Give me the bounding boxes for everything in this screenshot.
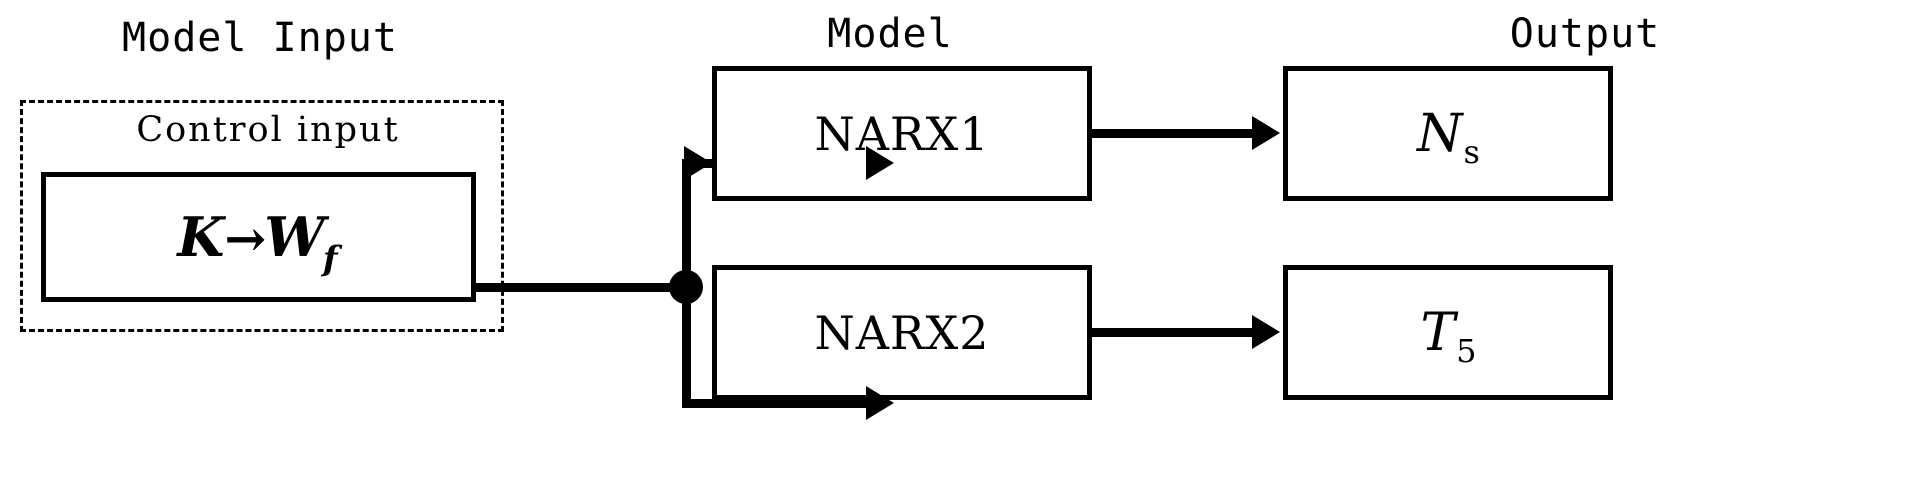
formula-to-symbol: W xyxy=(264,205,325,269)
arrowhead-to-narx1-hidden xyxy=(684,146,712,180)
formula-to-subscript: f xyxy=(322,239,338,279)
arrowhead-narx2-input xyxy=(866,386,894,420)
arrowhead-output-ns-input xyxy=(1252,116,1280,150)
section-title-model-input: Model Input xyxy=(122,15,398,61)
model-block-narx2-label: NARX2 xyxy=(814,305,990,360)
model-block-narx1-label: NARX1 xyxy=(814,106,990,161)
control-input-formula: K → W f xyxy=(177,205,339,279)
output-t5-subscript: 5 xyxy=(1456,331,1477,370)
output-ns-subscript: s xyxy=(1463,132,1480,171)
section-title-model: Model xyxy=(827,11,953,57)
arrowhead-narx1-input xyxy=(866,146,894,180)
output-ns-symbol: N xyxy=(1417,103,1463,164)
wire-narx2-to-output-t5 xyxy=(1092,328,1256,337)
junction-dot xyxy=(669,270,703,304)
section-title-output: Output xyxy=(1509,11,1661,57)
control-input-caption: Control input xyxy=(136,110,400,150)
wire-junction-to-narx2 xyxy=(682,399,870,408)
arrowhead-output-t5-input xyxy=(1252,315,1280,349)
wire-input-to-junction xyxy=(476,283,686,292)
right-arrow-icon: → xyxy=(224,209,267,268)
model-block-narx1[interactable]: NARX1 xyxy=(712,66,1092,201)
model-input-group-border xyxy=(20,100,504,332)
output-t5-symbol: T xyxy=(1420,302,1456,363)
formula-from-symbol: K xyxy=(177,205,225,269)
model-block-narx2[interactable]: NARX2 xyxy=(712,265,1092,400)
control-input-block[interactable]: K → W f xyxy=(41,172,476,302)
wire-narx1-to-output-ns xyxy=(1092,129,1256,138)
